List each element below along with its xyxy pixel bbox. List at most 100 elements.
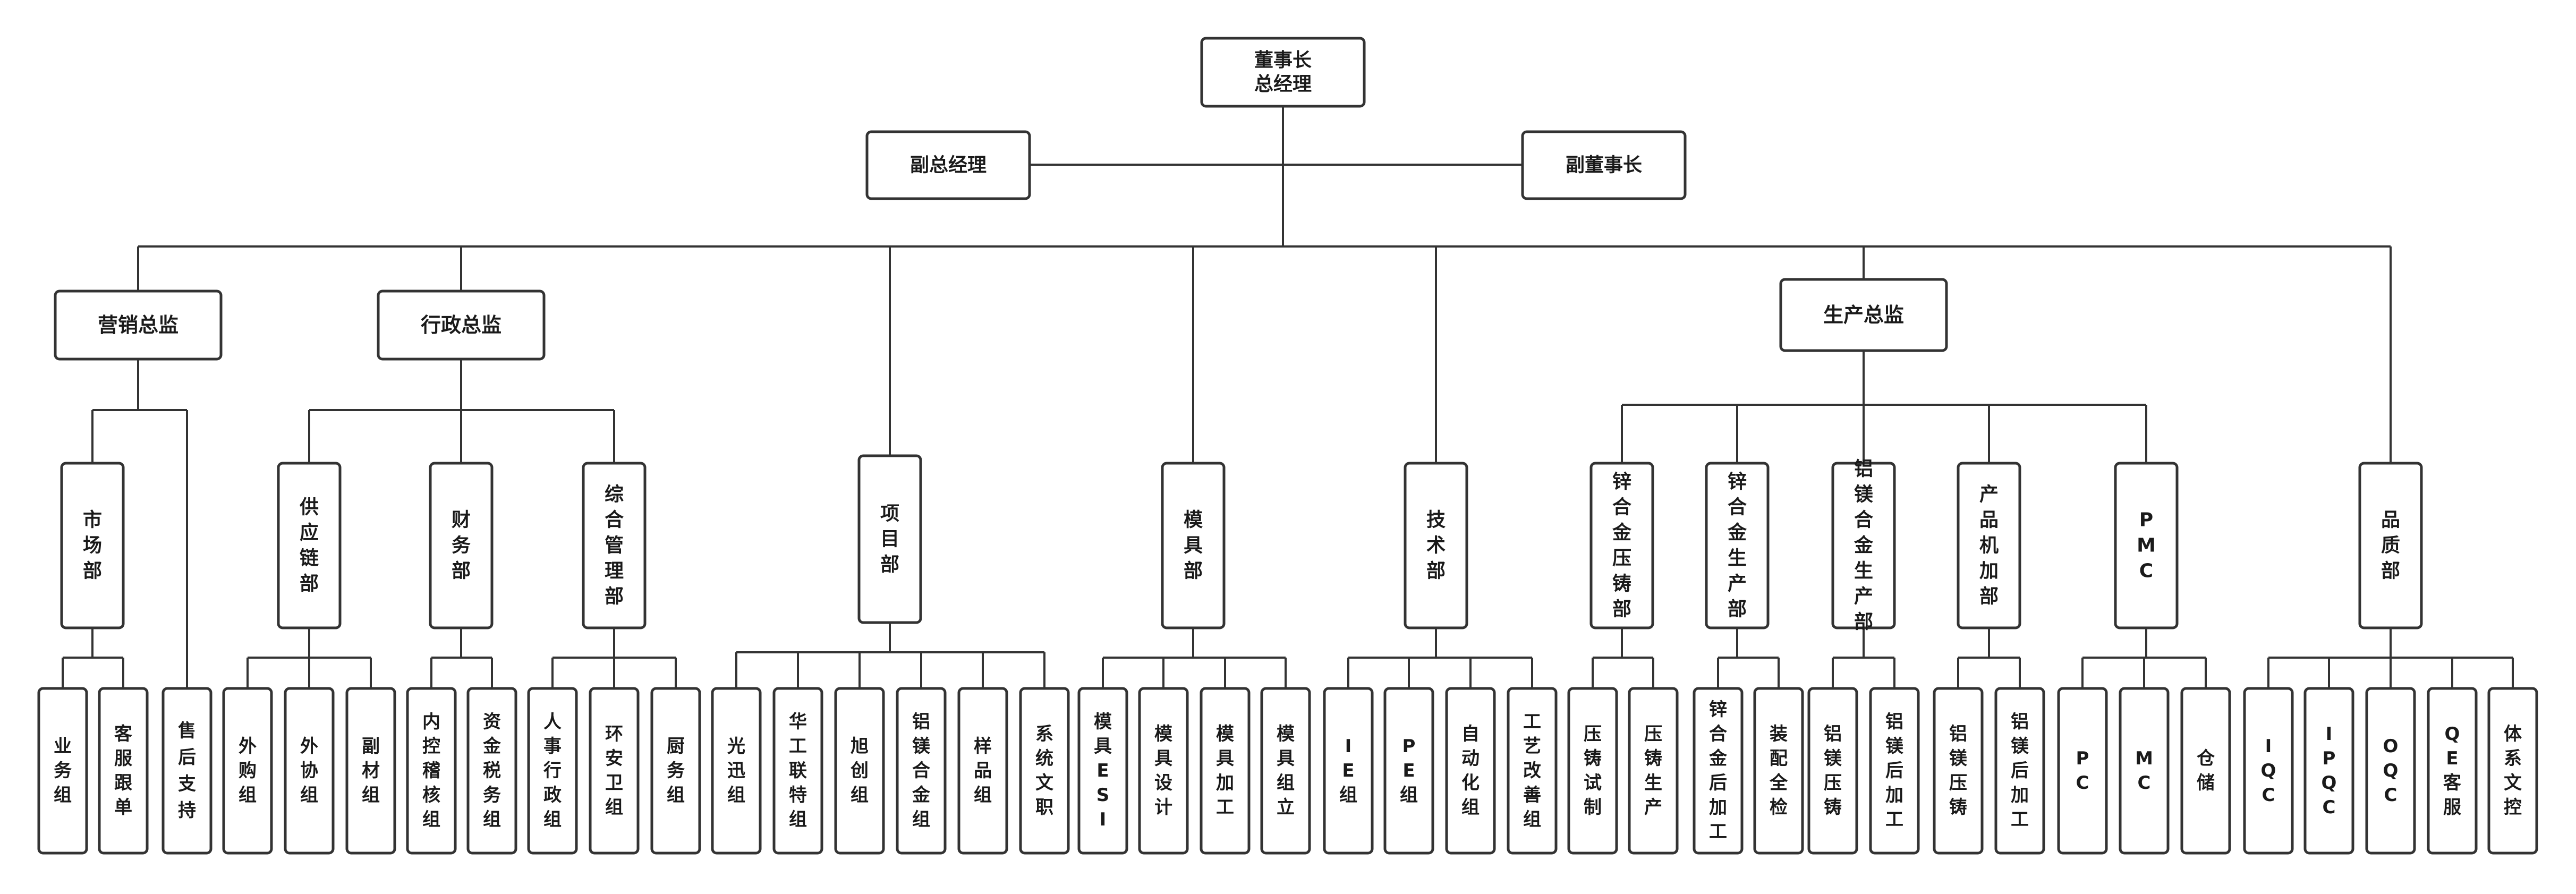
group-machining-1: 铝镁后加工	[1994, 687, 2045, 855]
dept-tech-frame	[1404, 462, 1468, 629]
group-mold-2: 模具加工	[1200, 687, 1251, 855]
group-zinc-cast-1: 压铸生产	[1628, 687, 1679, 855]
dept-machining-label: 产品机加部	[1979, 484, 1999, 608]
group-project-0-label: 光迅组	[727, 736, 745, 806]
dept-quality-frame	[2358, 462, 2423, 629]
group-tech-1-frame	[1383, 687, 1434, 855]
group-tech-3-frame	[1507, 687, 1558, 855]
group-zinc-cast-0-label: 压铸试制	[1584, 723, 1602, 818]
marketing-director-box: 营销总监	[54, 290, 223, 361]
group-machining-1-frame	[1994, 687, 2045, 855]
group-market-1-frame	[98, 687, 149, 855]
group-mold-1-frame	[1138, 687, 1189, 855]
group-supply-chain-2: 副材组	[345, 687, 396, 855]
group-zinc-prod-1-frame	[1753, 687, 1804, 855]
connector-lines	[62, 106, 2514, 688]
dept-mold-frame	[1161, 462, 1226, 629]
chairman-box-frame	[1200, 37, 1366, 108]
dept-project-frame	[857, 454, 922, 624]
chairman-box-label: 总经理	[1254, 73, 1312, 95]
group-project-5: 系统文职	[1019, 687, 1070, 855]
group-project-3-label: 铝镁合金组	[912, 711, 931, 830]
group-market-0-label: 业务组	[54, 736, 72, 806]
group-zinc-cast-1-frame	[1628, 687, 1679, 855]
group-mold-0-frame	[1077, 687, 1128, 855]
dept-general-mgmt: 综合管理部	[582, 462, 647, 629]
group-pmc-2-label: 仓储	[2197, 748, 2215, 794]
dept-market: 市场部	[60, 462, 125, 629]
group-quality-3-frame	[2427, 687, 2478, 855]
production-director-box: 生产总监	[1779, 278, 1948, 352]
dept-tech-label: 技术部	[1426, 509, 1446, 582]
admin-director-box: 行政总监	[377, 290, 546, 361]
group-al-prod-0: 铝镁压铸	[1807, 687, 1858, 855]
dept-mold: 模具部	[1161, 462, 1226, 629]
group-finance-1-frame	[466, 687, 517, 855]
group-finance-1-label: 资金税务组	[482, 711, 501, 830]
production-director-box-label: 生产总监	[1823, 303, 1904, 327]
dept-machining-frame	[1957, 462, 2021, 629]
group-market-1-label: 客服跟单	[114, 723, 132, 818]
dept-market-frame	[60, 462, 125, 629]
after-sales-box: 售后支持	[161, 687, 212, 855]
group-al-prod-1: 铝镁后加工	[1869, 687, 1920, 855]
group-tech-3-label: 工艺改善组	[1523, 711, 1541, 830]
group-supply-chain-1-label: 外协组	[300, 736, 318, 806]
group-project-0: 光迅组	[711, 687, 762, 855]
vice-gm-box-frame	[865, 130, 1031, 200]
group-finance-0-frame	[406, 687, 457, 855]
group-quality-4: 体系文控	[2487, 687, 2538, 855]
dept-al-prod-label: 铝镁合金生产部	[1854, 458, 1874, 633]
group-al-prod-1-label: 铝镁后加工	[1885, 711, 1903, 830]
group-mold-1: 模具设计	[1138, 687, 1189, 855]
group-supply-chain-2-label: 副材组	[362, 736, 380, 806]
group-project-1: 华工联特组	[772, 687, 823, 855]
group-al-prod-0-label: 铝镁压铸	[1824, 723, 1842, 818]
dept-supply-chain-frame	[277, 462, 342, 629]
dept-machining: 产品机加部	[1957, 462, 2021, 629]
group-supply-chain-1-frame	[284, 687, 335, 855]
group-zinc-cast-0-frame	[1567, 687, 1618, 855]
group-project-0-frame	[711, 687, 762, 855]
after-sales-box-frame	[161, 687, 212, 855]
group-machining-0: 铝镁压铸	[1933, 687, 1984, 855]
group-general-mgmt-0-label: 人事行政组	[543, 711, 562, 830]
group-supply-chain-0-frame	[222, 687, 273, 855]
group-project-2-label: 旭创组	[850, 736, 869, 806]
group-project-5-frame	[1019, 687, 1070, 855]
vice-gm-box-label: 副总经理	[910, 155, 987, 176]
group-al-prod-0-frame	[1807, 687, 1858, 855]
group-zinc-prod-0: 锌合金后加工	[1693, 687, 1744, 855]
group-quality-1-frame	[2303, 687, 2354, 855]
dept-zinc-prod: 锌合金生产部	[1705, 462, 1770, 629]
dept-zinc-cast-frame	[1589, 462, 1654, 629]
dept-quality: 品质部	[2358, 462, 2423, 629]
dept-zinc-prod-frame	[1705, 462, 1770, 629]
group-pmc-1-frame	[2119, 687, 2170, 855]
group-project-3-frame	[896, 687, 947, 855]
group-zinc-prod-0-label: 锌合金后加工	[1708, 699, 1728, 842]
dept-quality-label: 品质部	[2381, 509, 2400, 582]
group-pmc-2: 仓储	[2180, 687, 2231, 855]
group-market-0-frame	[37, 687, 88, 855]
dept-mold-label: 模具部	[1184, 509, 1203, 582]
group-project-4-label: 样品组	[974, 736, 992, 806]
group-project-2-frame	[834, 687, 885, 855]
